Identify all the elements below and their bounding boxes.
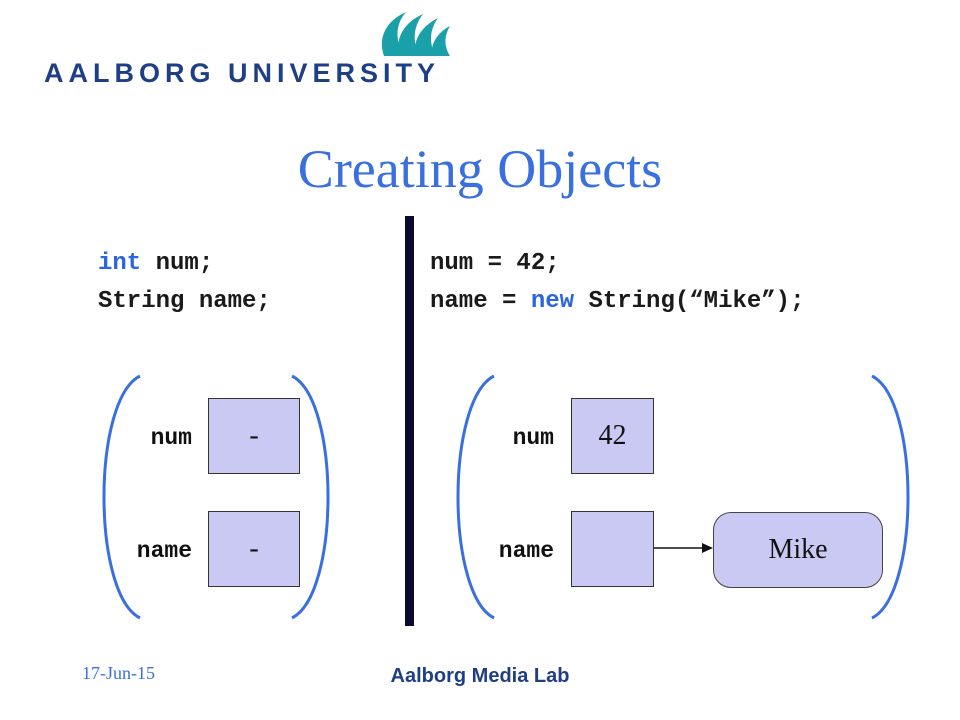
code-line-name-assign: name = new String(“Mike”); — [430, 288, 804, 315]
memory-cell-name — [571, 511, 654, 587]
arrow-head-icon — [702, 543, 713, 553]
logo-wave-icon — [381, 12, 450, 56]
code-text: name = — [430, 288, 531, 315]
code-line-int-num: int num; — [98, 250, 213, 277]
left-bracket-close — [291, 374, 330, 620]
code-text: String(“Mike”); — [574, 288, 805, 315]
var-label-name: name — [498, 538, 554, 564]
keyword-new: new — [530, 288, 575, 315]
slide-title: Creating Objects — [297, 139, 663, 199]
var-label-name: name — [136, 538, 192, 564]
string-object: Mike — [713, 512, 883, 588]
right-bracket-open — [456, 374, 495, 620]
var-label-num: num — [512, 425, 554, 451]
code-line-string-name: String name; — [98, 288, 271, 315]
memory-cell-num: 42 — [571, 398, 654, 474]
code-text: num; — [141, 250, 214, 277]
right-bracket-close — [871, 374, 910, 620]
logo-text: AALBORG UNIVERSITY — [44, 58, 441, 88]
left-bracket-open — [102, 374, 141, 620]
footer-date: 17-Jun-15 — [82, 663, 155, 683]
code-line-num-assign: num = 42; — [430, 250, 560, 277]
memory-cell-name: - — [208, 511, 300, 587]
memory-cell-num: - — [208, 398, 300, 474]
footer-lab-name: Aalborg Media Lab — [390, 665, 570, 687]
keyword-int: int — [98, 250, 142, 277]
var-label-num: num — [150, 425, 192, 451]
university-logo — [34, 6, 466, 94]
vertical-divider — [405, 216, 414, 626]
